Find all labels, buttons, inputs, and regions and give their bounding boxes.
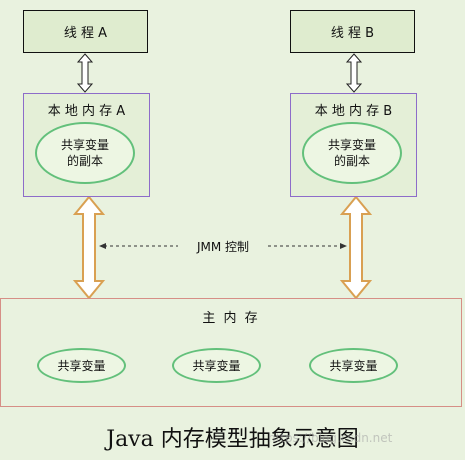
copy-b-line1: 共享变量: [327, 138, 376, 152]
thread-a-local-a-arrow: [76, 53, 94, 93]
shared-variable-2: 共享变量: [172, 348, 261, 383]
copy-a-line1: 共享变量: [60, 138, 109, 152]
copy-b-line2: 的副本: [333, 154, 370, 168]
watermark: https://blog.csdn.net: [268, 431, 393, 445]
jmm-control-label: JMM 控制: [178, 238, 268, 255]
diagram-caption: Java 内存模型抽象示意图: [106, 427, 359, 452]
jmm-control-arrowheads: [99, 243, 347, 249]
main-memory-title: 主 内 存: [202, 311, 260, 326]
copy-a-line2: 的副本: [66, 154, 103, 168]
thread-a: 线 程 A: [23, 10, 148, 53]
local-memory-a-title: 本 地 内 存 A: [47, 104, 126, 119]
shared-variable-copy-b: 共享变量 的副本: [302, 122, 402, 184]
shared-variable-1: 共享变量: [37, 348, 126, 383]
shared-variable-copy-a: 共享变量 的副本: [35, 122, 135, 184]
local-a-main-arrow: [72, 195, 106, 300]
local-b-main-arrow: [339, 195, 373, 300]
thread-b: 线 程 B: [290, 10, 415, 53]
local-memory-b: 本 地 内 存 B 共享变量 的副本: [290, 93, 417, 197]
shared-variable-3: 共享变量: [309, 348, 398, 383]
local-memory-a: 本 地 内 存 A 共享变量 的副本: [23, 93, 150, 197]
thread-b-local-b-arrow: [345, 53, 363, 93]
local-memory-b-title: 本 地 内 存 B: [314, 104, 393, 119]
main-memory: 主 内 存 共享变量 共享变量 共享变量: [0, 298, 462, 407]
